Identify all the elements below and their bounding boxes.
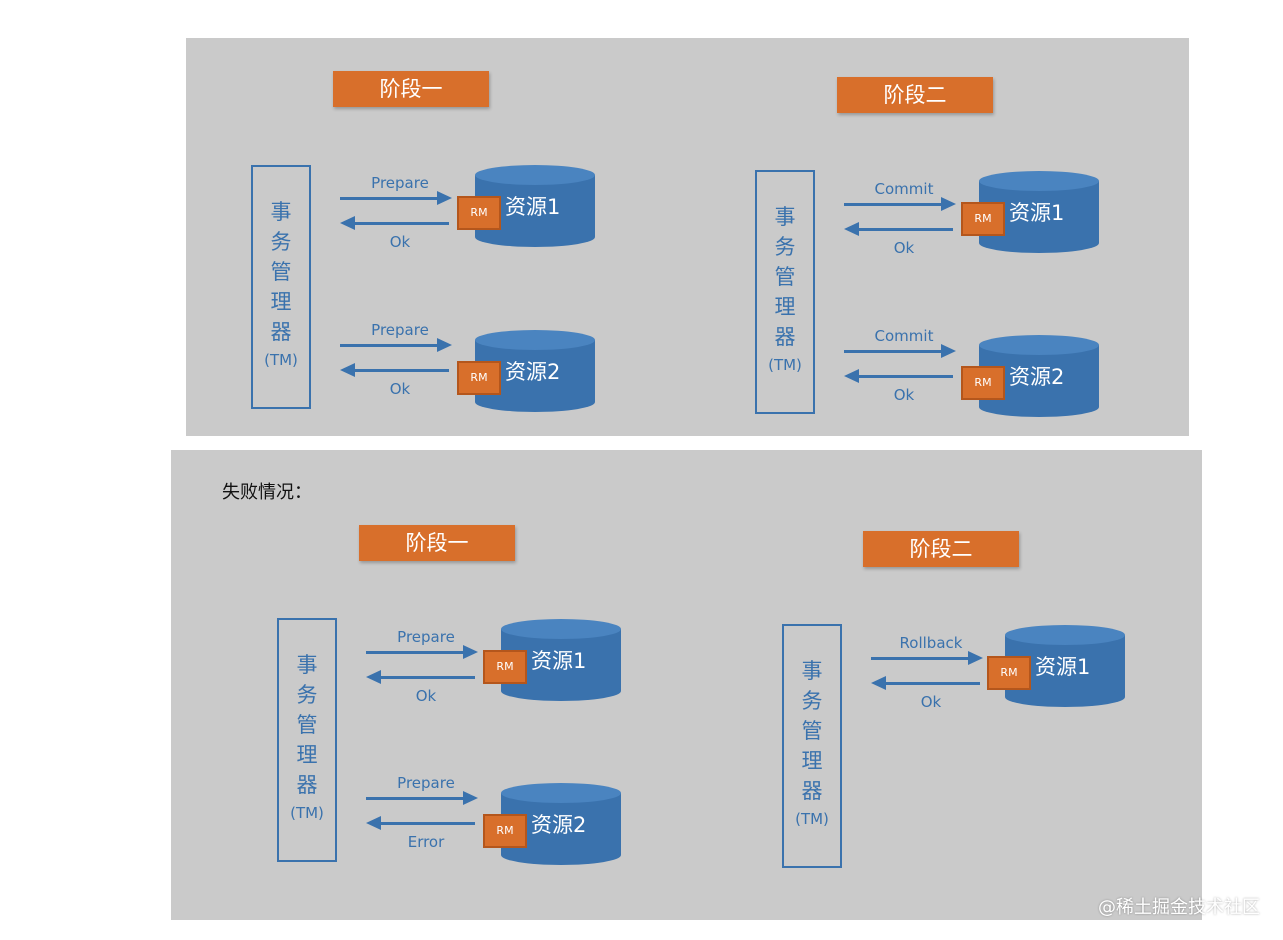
- top-phase2-row-2-response-arrow: [844, 369, 953, 383]
- bottom-phase2-row-1-resource-manager: RM: [987, 656, 1031, 690]
- top-phase1-tm-abbr: (TM): [264, 351, 298, 369]
- top-phase2-tm-label: 事 务 管 理 器: [774, 205, 796, 349]
- top-phase1-row-2-response-arrow: [340, 363, 449, 377]
- top-phase2-row-2-cylinder-top: [979, 335, 1099, 355]
- bottom-phase2-row-1-response-arrow: [871, 676, 980, 690]
- bottom-phase1-row-1-cylinder-bottom: [501, 681, 621, 701]
- top-phase1-row-1-response-label: Ok: [389, 233, 411, 251]
- top-phase1-row-2-response-label: Ok: [389, 380, 411, 398]
- bottom-phase1-tm-label: 事 务 管 理 器: [296, 653, 318, 797]
- top-phase2-row-1-resource-name: 资源1: [1009, 201, 1065, 225]
- top-phase1-row-2-cylinder-top: [475, 330, 595, 350]
- top-phase2-row-1-resource-manager: RM: [961, 202, 1005, 236]
- bottom-phase1-row-1-response-label: Ok: [415, 687, 437, 705]
- bottom-phase1-title: 阶段一: [359, 525, 515, 561]
- top-phase2-row-1-cylinder-top: [979, 171, 1099, 191]
- bottom-phase1-row-2-response-arrow: [366, 816, 475, 830]
- top-phase1-tm-label: 事 务 管 理 器: [270, 200, 292, 344]
- bottom-phase1-row-2-cylinder-top: [501, 783, 621, 803]
- bottom-phase2-row-1-cylinder-bottom: [1005, 687, 1125, 707]
- bottom-phase1-row-1-request-label: Prepare: [397, 628, 455, 646]
- top-phase2-row-1-request-label: Commit: [874, 180, 934, 198]
- bottom-phase2-tm-label: 事 务 管 理 器: [801, 659, 823, 803]
- top-phase1-row-2-request-arrow: [340, 338, 452, 352]
- bottom-phase2-row-1-response-label: Ok: [920, 693, 942, 711]
- top-phase1-row-1-request-arrow: [340, 191, 452, 205]
- top-phase1-row-1-cylinder-top: [475, 165, 595, 185]
- top-phase1-row-1-resource-name: 资源1: [505, 195, 561, 219]
- bottom-phase2-row-1-resource-name: 资源1: [1035, 655, 1091, 679]
- top-phase1-row-1-request-label: Prepare: [371, 174, 429, 192]
- top-phase2-row-2-resource-manager: RM: [961, 366, 1005, 400]
- bottom-phase1-row-2-resource-database: 资源2: [501, 783, 621, 865]
- top-phase2-row-2-response-label: Ok: [893, 386, 915, 404]
- top-phase1-row-1-cylinder-bottom: [475, 227, 595, 247]
- bottom-phase2-row-1-request-arrow: [871, 651, 983, 665]
- top-phase2-row-1-response-arrow: [844, 222, 953, 236]
- bottom-phase1-row-1-resource-manager: RM: [483, 650, 527, 684]
- bottom-phase2-row-1-request-label: Rollback: [899, 634, 963, 652]
- top-phase2-row-1-resource-database: 资源1: [979, 171, 1099, 253]
- top-phase2-title: 阶段二: [837, 77, 993, 113]
- bottom-phase1-row-2-response-label: Error: [407, 833, 445, 851]
- top-phase2-row-2-cylinder-bottom: [979, 397, 1099, 417]
- top-phase2-row-2-request-label: Commit: [874, 327, 934, 345]
- top-phase2-row-1-request-arrow: [844, 197, 956, 211]
- bottom-phase1-row-1-response-arrow: [366, 670, 475, 684]
- bottom-phase2-transaction-manager: 事 务 管 理 器 (TM): [782, 624, 842, 868]
- top-phase1-row-2-request-label: Prepare: [371, 321, 429, 339]
- top-phase1-row-1-resource-manager: RM: [457, 196, 501, 230]
- top-phase1-row-1-response-arrow: [340, 216, 449, 230]
- bottom-phase1-row-2-resource-manager: RM: [483, 814, 527, 848]
- bottom-phase2-title: 阶段二: [863, 531, 1019, 567]
- top-phase2-tm-abbr: (TM): [768, 356, 802, 374]
- top-phase2-row-1-cylinder-bottom: [979, 233, 1099, 253]
- bottom-phase1-row-1-resource-name: 资源1: [531, 649, 587, 673]
- top-phase2-row-2-resource-name: 资源2: [1009, 365, 1065, 389]
- failure-section-title: 失败情况：: [222, 482, 312, 503]
- bottom-phase1-row-2-request-arrow: [366, 791, 478, 805]
- top-phase1-title: 阶段一: [333, 71, 489, 107]
- top-phase2-row-2-resource-database: 资源2: [979, 335, 1099, 417]
- top-phase1-row-1-resource-database: 资源1: [475, 165, 595, 247]
- bottom-phase2-row-1-cylinder-top: [1005, 625, 1125, 645]
- bottom-phase1-row-1-request-arrow: [366, 645, 478, 659]
- top-phase1-row-2-resource-name: 资源2: [505, 360, 561, 384]
- top-phase2-transaction-manager: 事 务 管 理 器 (TM): [755, 170, 815, 414]
- top-phase1-row-2-resource-manager: RM: [457, 361, 501, 395]
- bottom-phase2-tm-abbr: (TM): [795, 810, 829, 828]
- bottom-phase1-row-2-request-label: Prepare: [397, 774, 455, 792]
- bottom-phase1-row-2-resource-name: 资源2: [531, 813, 587, 837]
- bottom-phase1-row-1-cylinder-top: [501, 619, 621, 639]
- top-phase2-row-2-request-arrow: [844, 344, 956, 358]
- top-phase1-row-2-cylinder-bottom: [475, 392, 595, 412]
- top-phase2-row-1-response-label: Ok: [893, 239, 915, 257]
- bottom-phase1-transaction-manager: 事 务 管 理 器 (TM): [277, 618, 337, 862]
- bottom-phase1-tm-abbr: (TM): [290, 804, 324, 822]
- bottom-phase1-row-2-cylinder-bottom: [501, 845, 621, 865]
- watermark: @稀土掘金技术社区: [1098, 897, 1260, 918]
- top-phase1-transaction-manager: 事 务 管 理 器 (TM): [251, 165, 311, 409]
